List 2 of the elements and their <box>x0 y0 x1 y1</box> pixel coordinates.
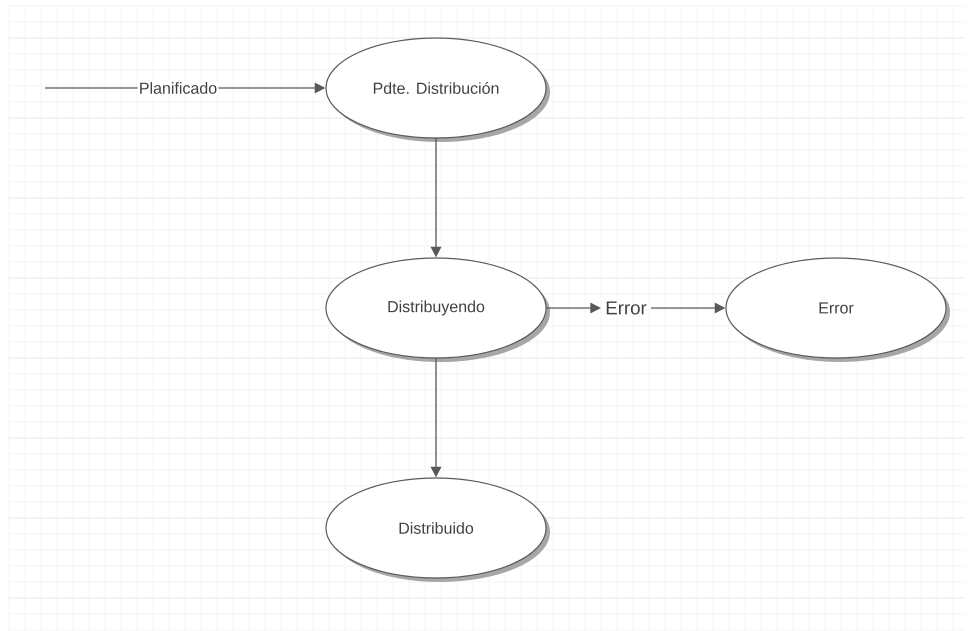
bare-text: Error <box>606 301 646 315</box>
edge-label: Planificado <box>138 80 218 96</box>
